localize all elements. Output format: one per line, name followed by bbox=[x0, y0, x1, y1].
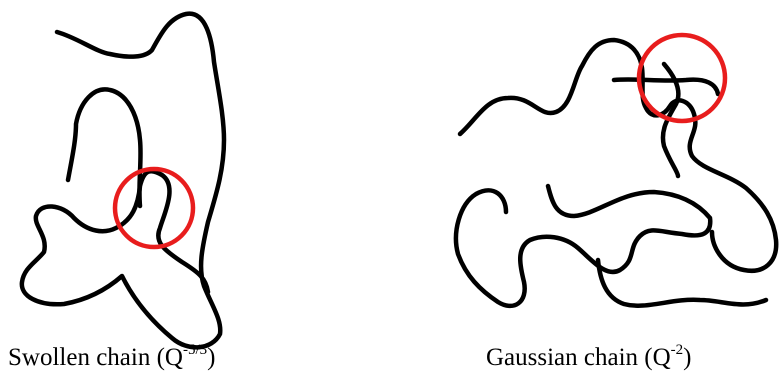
swollen-chain-panel bbox=[22, 14, 224, 348]
gaussian-chain-panel bbox=[456, 35, 776, 306]
gaussian-chain-crossing-horizontal bbox=[614, 79, 718, 94]
swollen-caption-closing: ) bbox=[207, 344, 215, 371]
swollen-chain-branch bbox=[68, 89, 141, 206]
swollen-caption-text: Swollen chain (Q bbox=[8, 344, 183, 371]
gaussian-caption-exponent: -2 bbox=[671, 342, 684, 358]
swollen-contact-circle bbox=[115, 169, 193, 247]
swollen-chain-curve bbox=[22, 14, 224, 348]
swollen-caption-exponent: -5/3 bbox=[183, 342, 207, 358]
gaussian-caption-closing: ) bbox=[683, 344, 691, 371]
gaussian-caption-text: Gaussian chain (Q bbox=[486, 344, 671, 371]
gaussian-chain-curve-lower bbox=[456, 186, 710, 306]
swollen-chain-caption: Swollen chain (Q-5/3) bbox=[8, 343, 215, 373]
gaussian-chain-caption: Gaussian chain (Q-2) bbox=[486, 343, 692, 373]
gaussian-chain-curve-main bbox=[460, 40, 776, 271]
